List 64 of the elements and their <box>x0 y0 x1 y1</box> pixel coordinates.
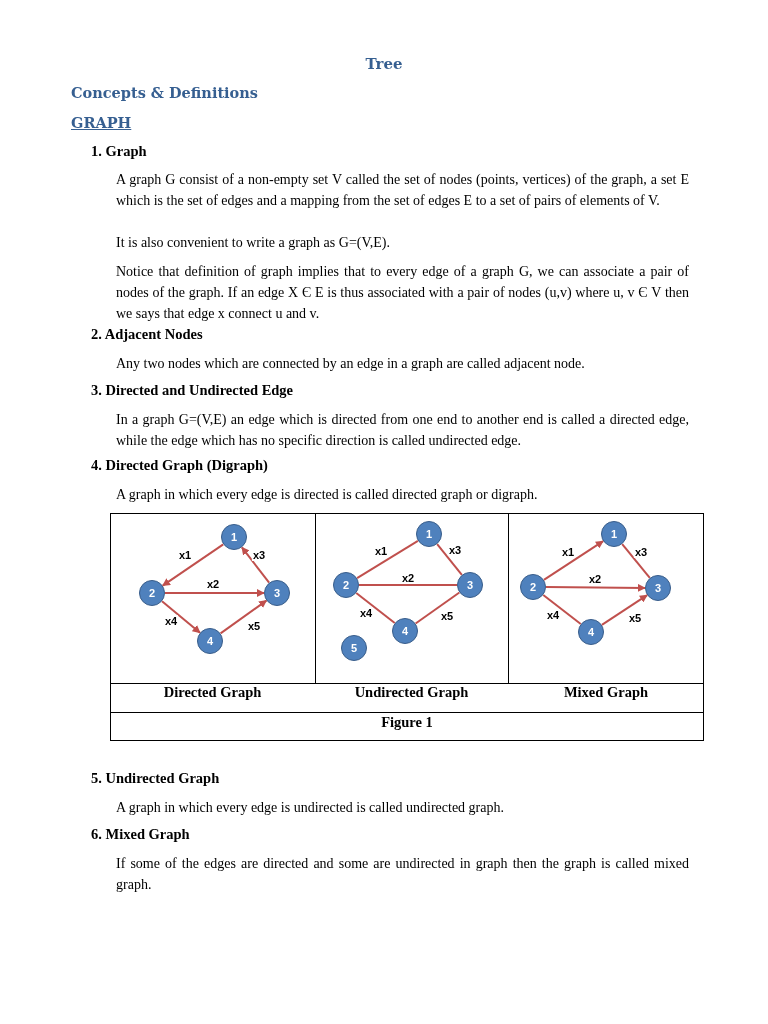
graph-node: 1 <box>416 521 442 547</box>
paragraph: A graph in which every edge is directed is called directed graph or digraph. <box>116 486 539 504</box>
table-caption: Directed Graph <box>162 684 263 701</box>
graph-node: 2 <box>139 580 165 606</box>
connector-line <box>355 592 396 624</box>
arrow <box>161 600 201 634</box>
connector-line <box>621 543 651 579</box>
edge-label: x1 <box>177 549 193 561</box>
edge-label: x5 <box>246 620 262 632</box>
table-caption: Undirected Graph <box>353 684 470 701</box>
graph-node: 1 <box>221 524 247 550</box>
edge-label: x2 <box>205 578 221 590</box>
graph-node: 3 <box>645 575 671 601</box>
edge-label: x5 <box>439 610 455 622</box>
arrow <box>219 599 268 635</box>
connector-line <box>436 543 463 576</box>
edge-label: x1 <box>373 545 389 557</box>
paragraph: If some of the edges are directed and some are undirected in graph then the graph is called mixed graph. <box>116 855 689 894</box>
edge-label: x4 <box>358 607 374 619</box>
paragraph: In a graph G=(V,E) an edge which is directed from one end to another end is called a directed edge, while the edge which has no specific direction is called undirected edge. <box>116 411 689 450</box>
arrow <box>542 540 605 581</box>
paragraph: A graph in which every edge is undirected is called undirected graph. <box>116 799 505 817</box>
graph-node: 1 <box>601 521 627 547</box>
edge-label: x4 <box>163 615 179 627</box>
edge-label: x3 <box>251 549 267 561</box>
figure-caption: Figure 1 <box>380 714 434 731</box>
edge-label: x4 <box>545 609 561 621</box>
arrow <box>600 594 649 626</box>
numbered-heading: 2. Adjacent Nodes <box>91 326 204 343</box>
arrow <box>161 543 225 587</box>
edge-label: x5 <box>627 612 643 624</box>
arrow <box>545 583 646 592</box>
graph-node: 4 <box>197 628 223 654</box>
graph-node: 5 <box>341 635 367 661</box>
numbered-heading: 3. Directed and Undirected Edge <box>91 382 295 399</box>
numbered-heading: 1. Graph <box>91 143 148 160</box>
connector-line <box>414 591 461 625</box>
graph-node: 2 <box>520 574 546 600</box>
paragraph: Notice that definition of graph implies that to every edge of a graph G, we can associate a pair of nodes of the graph. If an edge X Є E is thus associated with a pair of nodes (u,v) where u, v Є V then we says that edge x connect u and v. <box>116 263 689 323</box>
arrow <box>164 589 265 597</box>
subsection-heading: GRAPH <box>71 114 133 131</box>
section-heading: Concepts & Definitions <box>71 84 259 101</box>
table-caption: Mixed Graph <box>562 684 650 701</box>
graph-node: 2 <box>333 572 359 598</box>
graph-node: 4 <box>392 618 418 644</box>
arrow <box>240 546 271 584</box>
page-title: Tree <box>364 55 404 73</box>
connector-line <box>356 539 419 580</box>
edge-label: x3 <box>633 546 649 558</box>
connector-line <box>358 584 458 586</box>
edge-label: x2 <box>400 572 416 584</box>
graph-node: 3 <box>457 572 483 598</box>
edge-label: x3 <box>447 544 463 556</box>
numbered-heading: 6. Mixed Graph <box>91 826 191 843</box>
paragraph: A graph G consist of a non-empty set V called the set of nodes (points, vertices) of the graph, a set E which is the set of edges and a mapping from the set of edges E to a set of pairs of elements of V. <box>116 171 689 210</box>
paragraph: Any two nodes which are connected by an edge in a graph are called adjacent node. <box>116 355 586 373</box>
paragraph: It is also convenient to write a graph as G=(V,E). <box>116 234 391 252</box>
graph-node: 4 <box>578 619 604 645</box>
numbered-heading: 5. Undirected Graph <box>91 770 221 787</box>
numbered-heading: 4. Directed Graph (Digraph) <box>91 457 269 474</box>
edge-label: x1 <box>560 546 576 558</box>
graph-node: 3 <box>264 580 290 606</box>
connector-line <box>542 593 582 626</box>
edge-label: x2 <box>587 573 603 585</box>
